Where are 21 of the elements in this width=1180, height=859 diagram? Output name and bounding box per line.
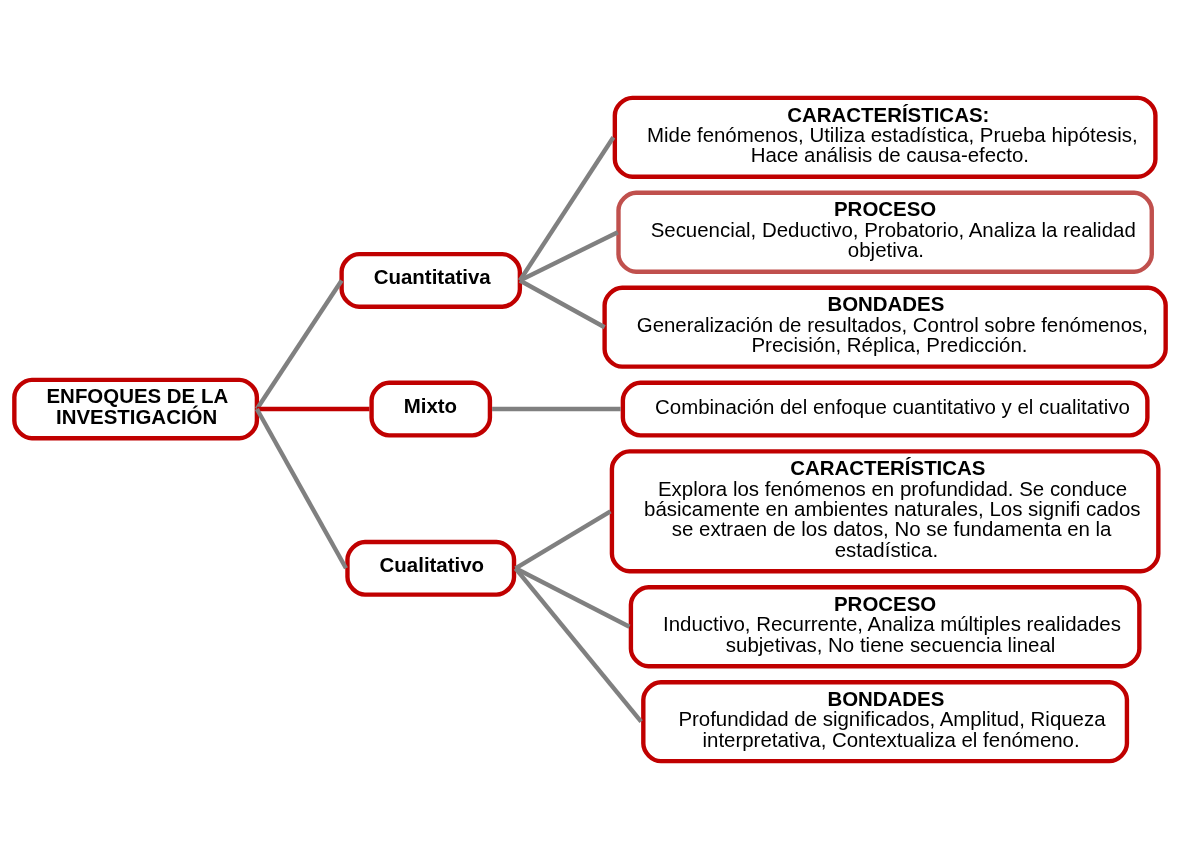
node-box: BONDADES Generalización de resultados, Control sobre fenómenos, Precisión, Réplica, Predicción.: [602, 285, 1168, 369]
node-box: CARACTERÍSTICAS Explora los fenómenos en profundidad. Se conduce básicamente en ambientes naturales, Los signifi cados se extraen de los datos, No se fundamenta en la estadística.: [609, 449, 1161, 574]
connector: [518, 278, 606, 330]
connector: [518, 136, 616, 282]
connector: [514, 509, 612, 571]
connector: [255, 279, 344, 411]
connector: [492, 406, 621, 412]
connector: [518, 230, 619, 283]
node-box: BONDADES Profundidad de significados, Amplitud, Riqueza interpretativa, Contextualiza el fenómeno.: [641, 680, 1130, 764]
node-box: CARACTERÍSTICAS: Mide fenómenos, Utiliza estadística, Prueba hipótesis, Hace análisis de causa-efecto.: [612, 95, 1158, 179]
node-box: Cualitativo: [345, 539, 517, 597]
node-box: Combinación del enfoque cuantitativo y el cualitativo: [620, 380, 1150, 438]
connector: [256, 406, 370, 412]
node-box: ENFOQUES DE LA INVESTIGACIÓN: [12, 377, 260, 441]
node-box: Mixto: [369, 380, 493, 438]
node-box: PROCESO Inductivo, Recurrente, Analiza múltiples realidades subjetivas, No tiene secuencia lineal: [628, 585, 1142, 669]
node-box: Cuantitativa: [339, 252, 523, 309]
connector: [513, 566, 643, 724]
node-box: PROCESO Secuencial, Deductivo, Probatorio, Analiza la realidad objetiva.: [616, 190, 1154, 274]
connector: [514, 566, 631, 629]
connector: [254, 408, 348, 570]
